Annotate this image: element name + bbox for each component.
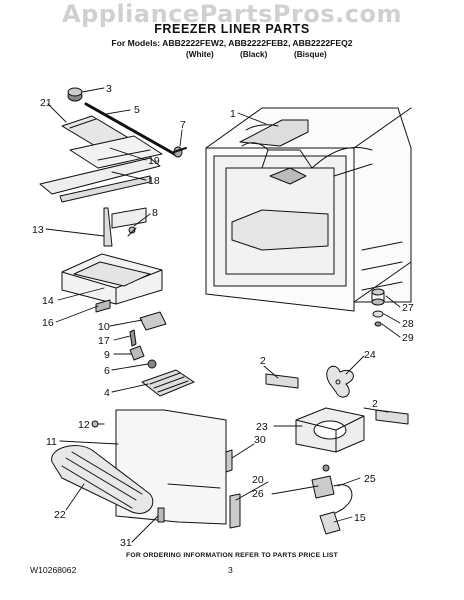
part-2-right-drawing <box>375 409 409 425</box>
part-5-drawing <box>84 102 180 158</box>
callout-2-right: 2 <box>372 398 378 410</box>
part-7-drawing <box>173 146 187 158</box>
part-3-drawing <box>67 87 83 102</box>
part-20-drawing <box>229 493 241 529</box>
callout-23: 23 <box>256 421 268 433</box>
part-18-drawing <box>39 157 161 195</box>
callout-11: 11 <box>46 436 57 448</box>
part-28-drawing <box>372 310 384 318</box>
callout-6: 6 <box>104 365 110 377</box>
callout-1: 1 <box>230 108 236 120</box>
callout-19: 19 <box>148 155 160 167</box>
callout-15: 15 <box>354 512 366 524</box>
callout-28: 28 <box>402 318 414 330</box>
callout-10: 10 <box>98 321 110 333</box>
page-title: FREEZER LINER PARTS <box>154 22 310 36</box>
part-13-drawing <box>103 207 113 247</box>
freezer-liner-drawing <box>205 107 412 312</box>
part-6-drawing <box>147 359 157 369</box>
finish-white: (White) <box>186 50 214 59</box>
callout-9: 9 <box>104 349 110 361</box>
part-23-drawing <box>295 407 365 453</box>
models-line: For Models: ABB2222FEW2, ABB2222FEB2, AB… <box>111 38 353 48</box>
part-26-drawing <box>311 464 335 499</box>
callout-30: 30 <box>254 434 266 446</box>
finish-bisque: (Bisque) <box>294 50 327 59</box>
callout-20: 20 <box>252 474 264 486</box>
callout-26: 26 <box>252 488 264 500</box>
callout-8: 8 <box>152 207 158 219</box>
finish-black: (Black) <box>240 50 268 59</box>
callout-21: 21 <box>40 97 52 109</box>
callout-13: 13 <box>32 224 44 236</box>
document-number: W10268062 <box>30 565 77 575</box>
callout-2-left: 2 <box>260 355 266 367</box>
page-number: 3 <box>228 565 233 575</box>
part-30-drawing <box>225 449 233 473</box>
callout-17: 17 <box>98 335 110 347</box>
part-17-drawing <box>129 329 137 347</box>
part-19-drawing <box>69 135 163 169</box>
callout-3: 3 <box>106 83 112 95</box>
ordering-note: FOR ORDERING INFORMATION REFER TO PARTS … <box>125 552 339 559</box>
part-29-drawing <box>374 321 382 327</box>
callout-14: 14 <box>42 295 54 307</box>
watermark: AppliancePartsPros.com <box>62 0 402 28</box>
callout-numbers: 1 2 2 3 4 5 6 7 8 9 10 11 12 13 14 15 16… <box>32 83 414 549</box>
callout-4: 4 <box>104 387 110 399</box>
callout-24: 24 <box>364 349 376 361</box>
part-2-left-drawing <box>265 373 299 389</box>
callout-5: 5 <box>134 104 140 116</box>
callout-12: 12 <box>78 419 90 431</box>
callout-18: 18 <box>148 175 160 187</box>
leader-lines <box>45 87 401 543</box>
part-4-drawing <box>141 369 195 397</box>
callout-16: 16 <box>42 317 54 329</box>
part-10-drawing <box>139 311 167 331</box>
callout-29: 29 <box>402 332 414 344</box>
callout-25: 25 <box>364 473 376 485</box>
callout-31: 31 <box>120 537 132 549</box>
callout-7: 7 <box>180 119 186 131</box>
part-16-drawing <box>95 299 111 313</box>
part-8-drawing <box>127 226 137 237</box>
part-31-drawing <box>157 507 165 523</box>
part-15-drawing <box>319 511 341 535</box>
callout-27: 27 <box>402 302 414 314</box>
part-22-drawing <box>51 445 154 514</box>
callout-22: 22 <box>54 509 66 521</box>
part-24-drawing <box>326 365 354 398</box>
part-27-drawing <box>371 288 385 306</box>
part-9-drawing <box>129 345 145 361</box>
